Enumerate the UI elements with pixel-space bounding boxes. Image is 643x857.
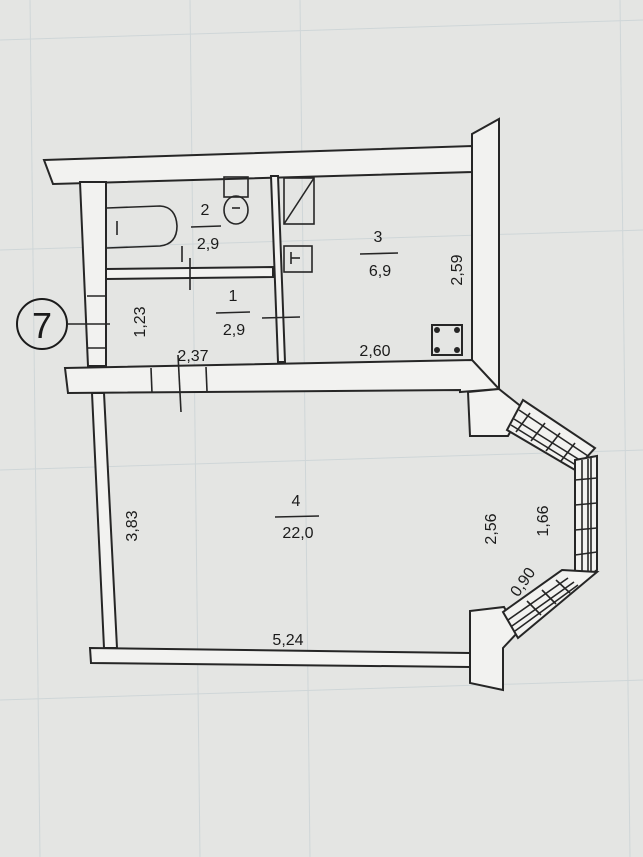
fixtures — [106, 176, 463, 356]
room-1-label: 1 2,9 — [215, 288, 251, 339]
bay-window-lower-segment — [501, 568, 600, 640]
right-wall — [471, 117, 500, 392]
dimension-label: 2,56 — [483, 513, 500, 544]
dimension-labels: 1,23 2,37 2,60 2,59 3,83 5,24 2,56 1,66 … — [124, 254, 552, 649]
room-number: 4 — [292, 493, 301, 510]
bay-window-side-segment — [574, 454, 598, 588]
room-area: 22,0 — [282, 525, 313, 542]
dimension-label: 5,24 — [272, 632, 303, 649]
dimension-label: 2,59 — [449, 254, 466, 285]
dimension-label: 3,83 — [124, 510, 141, 541]
room-2-label: 2 2,9 — [190, 202, 222, 253]
room-labels: 2 2,9 1 2,9 3 6,9 4 22,0 — [190, 202, 399, 542]
apartment-number: 7 — [32, 305, 52, 346]
apartment-marker: 7 — [16, 298, 110, 350]
top-wall — [42, 144, 473, 186]
dimension-label: 2,37 — [177, 348, 208, 365]
bath-kitchen-partition — [269, 175, 287, 363]
middle-wall — [63, 358, 502, 395]
room-area: 6,9 — [369, 263, 391, 280]
sink-icon — [283, 245, 313, 273]
left-main-wall — [90, 392, 119, 649]
dimension-label: 1,66 — [535, 505, 552, 536]
room-area: 2,9 — [197, 236, 219, 253]
room-3-label: 3 6,9 — [359, 229, 399, 280]
bay-window — [501, 398, 600, 640]
dimension-label: 2,60 — [359, 343, 390, 360]
bottom-right-pier — [469, 605, 520, 692]
room-4-label: 4 22,0 — [274, 493, 320, 542]
stove-icon — [431, 324, 463, 356]
bathtub-icon — [106, 205, 178, 249]
room-number: 2 — [201, 202, 210, 219]
kitchen-cabinet-icon — [283, 177, 315, 225]
dimension-label: 1,23 — [132, 306, 149, 337]
bottom-wall — [88, 646, 471, 669]
interior-partitions — [87, 175, 301, 413]
exterior-walls — [42, 117, 525, 692]
room-number: 1 — [229, 288, 238, 305]
door-swing-mark — [177, 354, 182, 413]
toilet-icon — [223, 176, 249, 225]
room-number: 3 — [374, 229, 383, 246]
room-area: 2,9 — [223, 322, 245, 339]
left-service-wall — [78, 181, 107, 367]
